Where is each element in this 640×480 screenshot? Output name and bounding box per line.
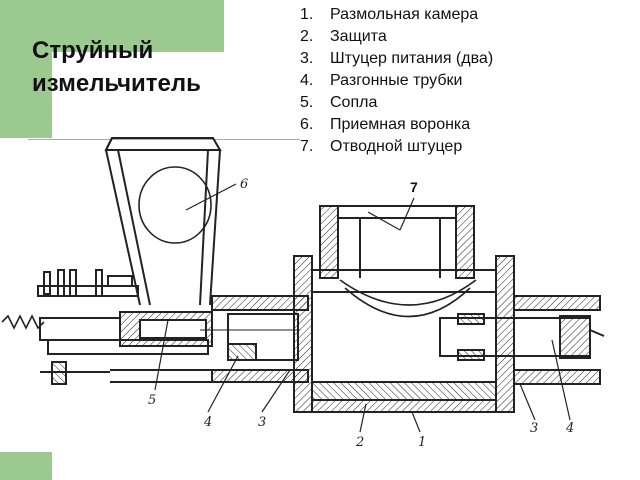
legend-item-number: 3. — [300, 50, 314, 67]
legend-item: 1. Размольная камера — [300, 4, 493, 26]
callout-feed-left: 3 — [258, 415, 266, 430]
callout-shield: 2 — [355, 435, 364, 450]
feed-pipe-left — [110, 295, 309, 383]
title-underline — [28, 139, 300, 140]
legend-item-text: Размольная камера — [330, 6, 479, 23]
callout-funnel: 6 — [240, 177, 248, 192]
legend-item-number: 6. — [300, 116, 314, 133]
leader-lines — [154, 183, 571, 433]
legend-item-number: 2. — [300, 28, 314, 45]
legend-item-text: Отводной штуцер — [330, 138, 463, 155]
legend-item-number: 7. — [300, 138, 314, 155]
decor-green-block-top — [0, 0, 224, 52]
legend-item-text: Сопла — [330, 94, 378, 111]
decor-green-block-bottom — [0, 452, 52, 480]
callout-feed-right: 3 — [530, 421, 538, 436]
callout-chamber: 1 — [418, 435, 426, 450]
receiving-funnel — [104, 137, 222, 306]
legend-item-text: Защита — [330, 28, 387, 45]
slide-title: Струйный измельчитель — [32, 34, 201, 100]
slide-title-line-1: Струйный — [32, 37, 154, 64]
left-clamp — [37, 269, 139, 297]
legend-item: 3. Штуцер питания (два) — [300, 48, 493, 70]
legend-item: 4. Разгонные трубки — [300, 70, 493, 92]
legend-item-text: Штуцер питания (два) — [330, 50, 494, 67]
callout-nozzle: 5 — [148, 393, 156, 408]
legend-item: 6. Приемная воронка — [300, 114, 493, 136]
feed-pipe-right — [439, 295, 605, 385]
legend-item: 5. Сопла — [300, 92, 493, 114]
nozzle-assembly-left — [1, 311, 213, 385]
legend-item: 2. Защита — [300, 26, 493, 48]
legend-item-text: Приемная воронка — [330, 116, 471, 133]
slide-title-line-2: измельчитель — [32, 70, 201, 97]
callout-tube-left: 4 — [203, 415, 212, 430]
outlet-fitting — [319, 205, 475, 279]
grinding-chamber — [293, 255, 515, 413]
legend-item: 7. Отводной штуцер — [300, 136, 493, 158]
decor-green-block-left — [0, 52, 52, 138]
legend-item-number: 4. — [300, 72, 314, 89]
callout-tube-right: 4 — [565, 421, 574, 436]
parts-legend: 1. Размольная камера 2. Защита 3. Штуцер пи… — [300, 4, 493, 158]
legend-item-number: 1. — [300, 6, 314, 23]
outlet-label: 7 — [410, 179, 418, 195]
legend-item-number: 5. — [300, 94, 314, 111]
legend-item-text: Разгонные трубки — [330, 72, 463, 89]
